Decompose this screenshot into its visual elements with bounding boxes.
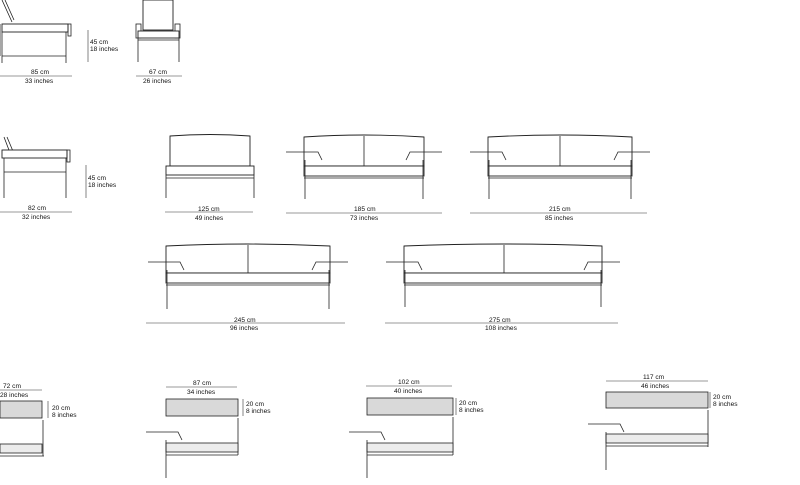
cushion-102-h-in: 8 inches [459,407,484,414]
side-a-height-cm: 45 cm [90,39,108,46]
cushion-117-cm: 117 cm [643,374,665,381]
sofa-245-cm: 245 cm [234,317,256,324]
cushion-102-cm: 102 cm [398,379,420,386]
cushion-102-in: 40 inches [394,388,423,395]
sofa-215: 215 cm 85 inches [470,134,650,222]
cushion-detail-87: 87 cm 34 inches 20 cm 8 inches [146,380,271,478]
sofa-245-in: 96 inches [230,325,259,332]
cushion-detail-117: 117 cm 46 inches 20 cm 8 inches [588,374,738,470]
sofa-125-cm: 125 cm [198,206,220,213]
sofa-185: 185 cm 73 inches [286,134,442,222]
cushion-117-h-in: 8 inches [713,401,738,408]
side-a-depth-cm: 85 cm [31,69,49,76]
front-a-width-in: 26 inches [143,78,172,85]
sofa-185-in: 73 inches [350,215,379,222]
cushion-detail-72: 72 cm 28 inches 20 cm 8 inches [0,383,77,457]
sofa-275-cm: 275 cm [489,317,511,324]
cushion-87-in: 34 inches [187,389,216,396]
cushion-detail-102: 102 cm 40 inches 20 cm 8 inches [349,379,484,478]
side-a-depth-in: 33 inches [25,78,54,85]
sofa-245: 245 cm 96 inches [146,243,348,332]
side-b-height-in: 18 inches [88,182,117,189]
cushion-87-cm: 87 cm [193,380,211,387]
front-view-a: 67 cm 26 inches [135,0,182,85]
cushion-87-h-in: 8 inches [246,408,271,415]
side-view-b: 45 cm 18 inches 82 cm 32 inches [0,136,117,221]
sofa-185-cm: 185 cm [354,206,376,213]
cushion-117-in: 46 inches [641,383,670,390]
side-b-height-cm: 45 cm [88,175,106,182]
sofa-275: 275 cm 108 inches [385,243,620,332]
side-view-a: 45 cm 18 inches 85 cm 33 inches [0,0,119,85]
sofa-275-in: 108 inches [485,325,518,332]
cushion-102-h-cm: 20 cm [459,400,477,407]
sofa-125-in: 49 inches [195,215,224,222]
side-b-depth-cm: 82 cm [28,205,46,212]
sofa-215-cm: 215 cm [549,206,571,213]
cushion-72-h-cm: 20 cm [52,405,70,412]
cushion-87-h-cm: 20 cm [246,401,264,408]
cushion-72-in: 28 inches [0,392,29,399]
cushion-72-h-in: 8 inches [52,412,77,419]
cushion-117-h-cm: 20 cm [713,394,731,401]
cushion-72-cm: 72 cm [3,383,21,390]
side-b-depth-in: 32 inches [22,214,51,221]
sofa-125: 125 cm 49 inches [165,134,255,222]
sofa-215-in: 85 inches [545,215,574,222]
front-a-width-cm: 67 cm [149,69,167,76]
side-a-height-in: 18 inches [90,46,119,53]
